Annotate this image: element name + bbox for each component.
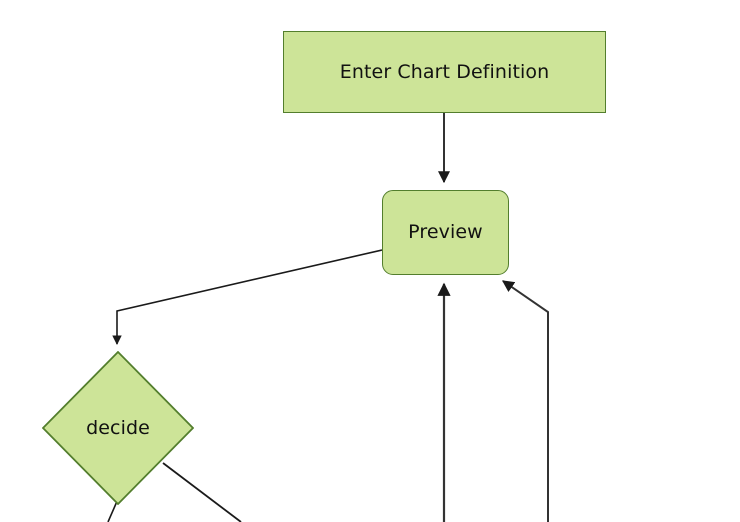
- node-label-preview: Preview: [408, 221, 483, 243]
- node-label-decide: decide: [86, 416, 150, 439]
- node-label-enter-chart-definition: Enter Chart Definition: [339, 60, 550, 83]
- node-enter-chart-definition[interactable]: Enter Chart Definition: [283, 31, 606, 113]
- edge-preview-to-decide: [112, 249, 383, 345]
- node-decide[interactable]: decide: [42, 351, 194, 505]
- diamond-shape-icon: [42, 351, 194, 505]
- edge-bottom-right-to-preview: [502, 280, 549, 522]
- node-preview[interactable]: Preview: [382, 190, 509, 275]
- edge-decide-down-right: [162, 462, 242, 522]
